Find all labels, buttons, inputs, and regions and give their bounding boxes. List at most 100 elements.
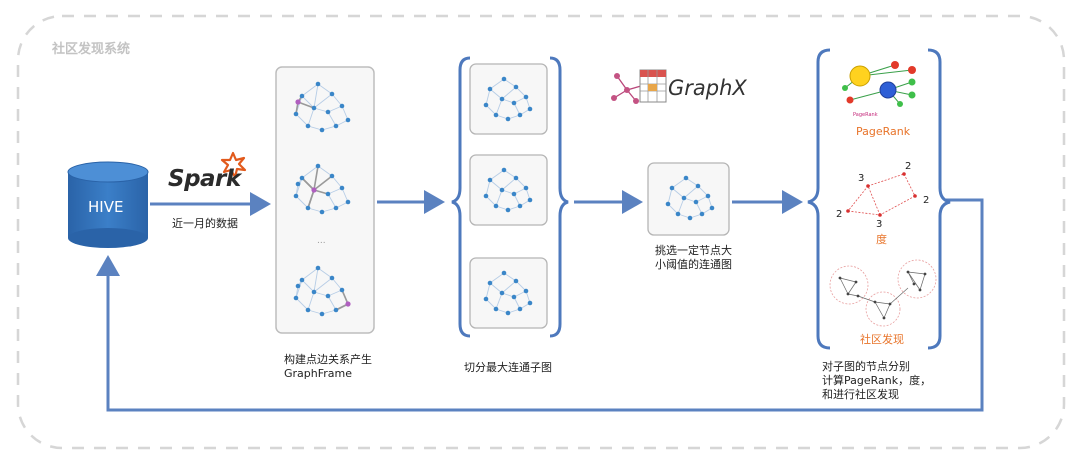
graph-edge (327, 111, 337, 127)
graphframe-caption-line1: 构建点边关系产生 (284, 353, 372, 366)
graph-node (295, 181, 301, 187)
graph-node (329, 173, 335, 179)
graph-edge (489, 78, 505, 90)
graph-node (695, 183, 701, 189)
graph-edge (685, 177, 699, 187)
graph-edge (503, 169, 517, 179)
graph-node (493, 203, 499, 209)
graph-edge (295, 177, 303, 197)
degree-graph-icon (846, 172, 917, 217)
graph-node (483, 193, 489, 199)
graph-edge (295, 195, 309, 209)
results-caption-line2: 计算PageRank，度， (822, 374, 932, 387)
graph-node (501, 167, 507, 173)
spark-logo-text: Spark (168, 166, 241, 192)
graph-node (325, 191, 331, 197)
graph-node (305, 307, 311, 313)
graph-edge (327, 193, 337, 209)
graph-edge (495, 292, 503, 310)
graph-edge (489, 179, 503, 191)
graph-node (319, 209, 325, 215)
community-detection-icon (829, 259, 937, 327)
graph-node (523, 185, 529, 191)
graph-node (325, 293, 331, 299)
graphframe-graph-2 (293, 163, 351, 215)
graph-node (339, 103, 345, 109)
graph-edge (327, 187, 343, 195)
degree-value-4: 3 (876, 219, 883, 230)
graph-node (311, 187, 317, 193)
graph-edge (313, 107, 329, 113)
graph-node (511, 100, 517, 106)
graph-edge (301, 177, 315, 191)
graph-node (333, 123, 339, 129)
graph-node (705, 193, 711, 199)
subgraph-card-3 (469, 257, 548, 329)
graph-node (517, 203, 523, 209)
graph-node (505, 310, 511, 316)
select-caption-line1: 挑选一定节点大 (655, 244, 732, 257)
graph-node (333, 205, 339, 211)
graph-edge (321, 125, 337, 131)
graphframe-card (275, 66, 375, 334)
graph-node (527, 300, 533, 306)
graph-node (483, 102, 489, 108)
degree-value-3: 2 (923, 195, 930, 206)
graph-edge (671, 177, 687, 189)
graph-edge (331, 277, 343, 291)
graph-node (681, 195, 687, 201)
graph-node (505, 116, 511, 122)
graph-edge (489, 88, 503, 100)
graph-edge (317, 165, 333, 177)
graph-edge (495, 98, 503, 116)
graph-edge (313, 277, 333, 293)
graph-edge (501, 280, 517, 294)
graph-edge (495, 189, 503, 207)
graph-edge (671, 187, 685, 199)
subgraph-card-1 (469, 63, 548, 135)
graph-node (487, 86, 493, 92)
graph-edge (295, 113, 309, 127)
graph-node (339, 185, 345, 191)
graph-node (329, 91, 335, 97)
graph-node (315, 81, 321, 87)
graph-edge (485, 298, 497, 310)
graph-node (493, 306, 499, 312)
system-panel-border (16, 14, 1066, 450)
results-caption-line3: 和进行社区发现 (822, 388, 899, 401)
graph-node (311, 105, 317, 111)
graph-node (487, 280, 493, 286)
graph-edge (307, 207, 323, 213)
selected-graph (665, 175, 715, 221)
graph-node (513, 175, 519, 181)
graph-edge (301, 267, 319, 281)
graph-node (311, 289, 317, 295)
graph-edge (301, 83, 319, 97)
pagerank-tiny-text: PageRank (853, 112, 878, 118)
graph-edge (485, 195, 497, 207)
graph-node (699, 211, 705, 217)
graph-node (333, 307, 339, 313)
graph-edge (515, 177, 527, 189)
select-caption-line2: 小阈值的连通图 (655, 258, 732, 271)
graph-node (483, 296, 489, 302)
graph-node (669, 185, 675, 191)
graph-edge (485, 179, 491, 197)
graph-edge (317, 83, 333, 95)
graph-node (513, 84, 519, 90)
graph-node (499, 96, 505, 102)
graphx-logo-icon (611, 69, 667, 104)
subgraph-graph-1 (483, 76, 533, 122)
graph-node (293, 295, 299, 301)
degree-value-2: 2 (905, 161, 912, 172)
graph-node (299, 175, 305, 181)
graph-node (293, 111, 299, 117)
graph-edge (307, 189, 315, 209)
graph-edge (501, 86, 517, 100)
graphframe-graph-1 (293, 81, 351, 133)
pagerank-illustration-icon (842, 61, 916, 107)
graph-edge (331, 175, 343, 189)
graph-node (675, 211, 681, 217)
graph-edge (683, 185, 699, 199)
graph-edge (313, 83, 319, 109)
